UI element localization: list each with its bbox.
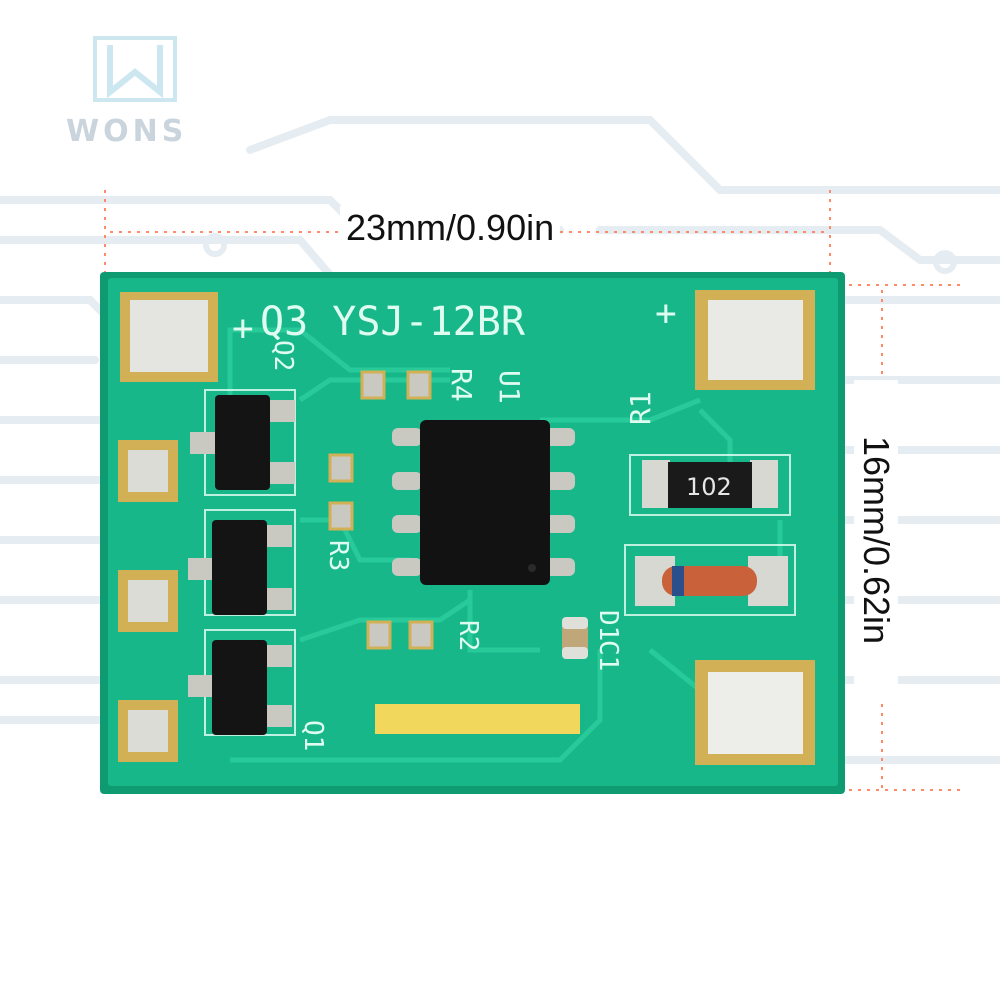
silkscreen-text: Q3 YSJ-12BR + + R4 U1 R1 R3 R2 D1 C1 Q2 … [232,293,677,751]
small-pads [328,370,434,650]
transistor-q2 [188,520,292,615]
edge-solder-pads [118,440,178,762]
silk-label-c1: C1 [593,640,623,671]
ic-chip-u1 [392,420,575,585]
silk-label-d1: D1 [593,610,623,641]
logo-text: WONS [66,114,188,149]
pcb-board: Q3 YSJ-12BR + + R4 U1 R1 R3 R2 D1 C1 Q2 … [100,272,845,794]
large-solder-pads [120,290,815,765]
silk-label-plus-right: + [655,293,677,334]
silk-label-r4: R4 [445,368,478,402]
board-label: Q3 YSJ-12BR [260,299,526,345]
wons-logo [93,36,177,102]
silk-label-q2: Q2 [268,340,298,371]
height-dimension-label: 16mm/0.62in [854,380,898,700]
dimension-lines [104,190,965,791]
silk-label-u1: U1 [493,370,526,404]
silk-label-r1: R1 [624,391,657,425]
resistor-code: 102 [686,473,732,501]
silk-label-r3: R3 [323,540,353,571]
solder-strip [375,704,580,734]
capacitor-c1 [562,617,588,659]
silk-label-q1: Q1 [298,720,328,751]
width-dimension-label: 23mm/0.90in [340,206,561,250]
background-circuit-traces [0,116,1000,764]
transistor-q1 [188,640,292,735]
diode-d1 [635,556,788,606]
silk-label-r2: R2 [453,620,483,651]
transistor-q3 [190,395,295,490]
resistor-102 [642,460,778,508]
silk-label-plus-left: + [232,308,254,349]
